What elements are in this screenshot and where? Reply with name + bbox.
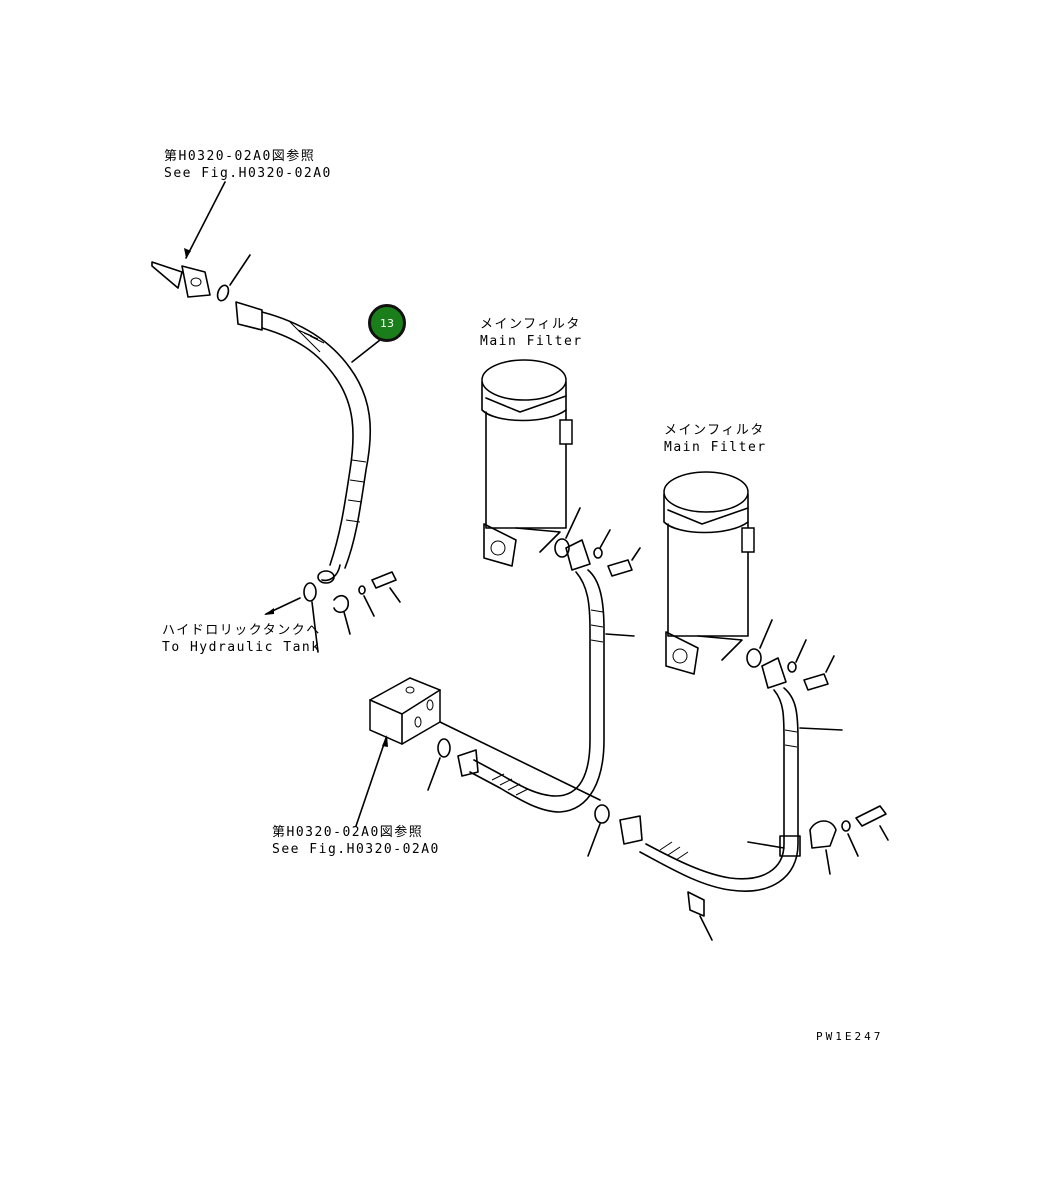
- o-ring: [216, 284, 230, 302]
- o-ring: [594, 804, 610, 824]
- main-filter-label-right: メインフィルタ Main Filter: [664, 422, 767, 456]
- main-filter-left-jp: メインフィルタ: [480, 317, 581, 332]
- bolt: [803, 673, 829, 691]
- main-filter-label-left: メインフィルタ Main Filter: [480, 316, 583, 350]
- washer: [593, 547, 603, 559]
- split-flange: [565, 539, 591, 571]
- o-ring: [554, 538, 570, 558]
- reference-bottom-jp: 第H0320-02A0図参照: [272, 825, 424, 840]
- pipe-stub-flange: [151, 261, 211, 298]
- main-filter-left-en: Main Filter: [480, 334, 583, 349]
- bolt: [371, 571, 397, 589]
- main-filter-right-jp: メインフィルタ: [664, 423, 765, 438]
- manifold-block: [369, 677, 441, 745]
- reference-top-en: See Fig.H0320-02A0: [164, 166, 332, 181]
- reference-bottom-en: See Fig.H0320-02A0: [272, 842, 440, 857]
- split-flange: [333, 594, 350, 614]
- split-flange: [761, 657, 787, 689]
- reference-top-jp: 第H0320-02A0図参照: [164, 149, 316, 164]
- hose-13: [235, 301, 372, 584]
- clamp: [687, 891, 705, 917]
- callout-leader: [351, 339, 381, 363]
- main-filter-right: [663, 471, 755, 675]
- o-ring: [437, 738, 451, 758]
- part-number-callout-13[interactable]: 13: [368, 304, 406, 342]
- o-ring: [746, 648, 762, 668]
- washer: [841, 820, 851, 832]
- hydraulic-tank-en: To Hydraulic Tank: [162, 640, 321, 655]
- main-filter-right-en: Main Filter: [664, 440, 767, 455]
- reference-label-bottom: 第H0320-02A0図参照 See Fig.H0320-02A0: [272, 824, 440, 858]
- bolt: [607, 559, 633, 577]
- o-ring: [303, 582, 317, 602]
- hose-left: [439, 569, 605, 813]
- hose-right: [619, 687, 801, 892]
- main-filter-left: [481, 359, 573, 567]
- hydraulic-tank-label: ハイドロリックタンクへ To Hydraulic Tank: [162, 622, 321, 656]
- split-flange: [809, 820, 837, 849]
- ref-top-arrow: [185, 181, 226, 259]
- washer: [358, 585, 366, 595]
- reference-label-top: 第H0320-02A0図参照 See Fig.H0320-02A0: [164, 148, 332, 182]
- washer: [787, 661, 797, 673]
- bolt: [855, 805, 887, 827]
- drawing-code: PW1E247: [816, 1030, 884, 1043]
- hydraulic-tank-jp: ハイドロリックタンクへ: [162, 623, 321, 638]
- ref-bottom-arrow: [355, 737, 387, 827]
